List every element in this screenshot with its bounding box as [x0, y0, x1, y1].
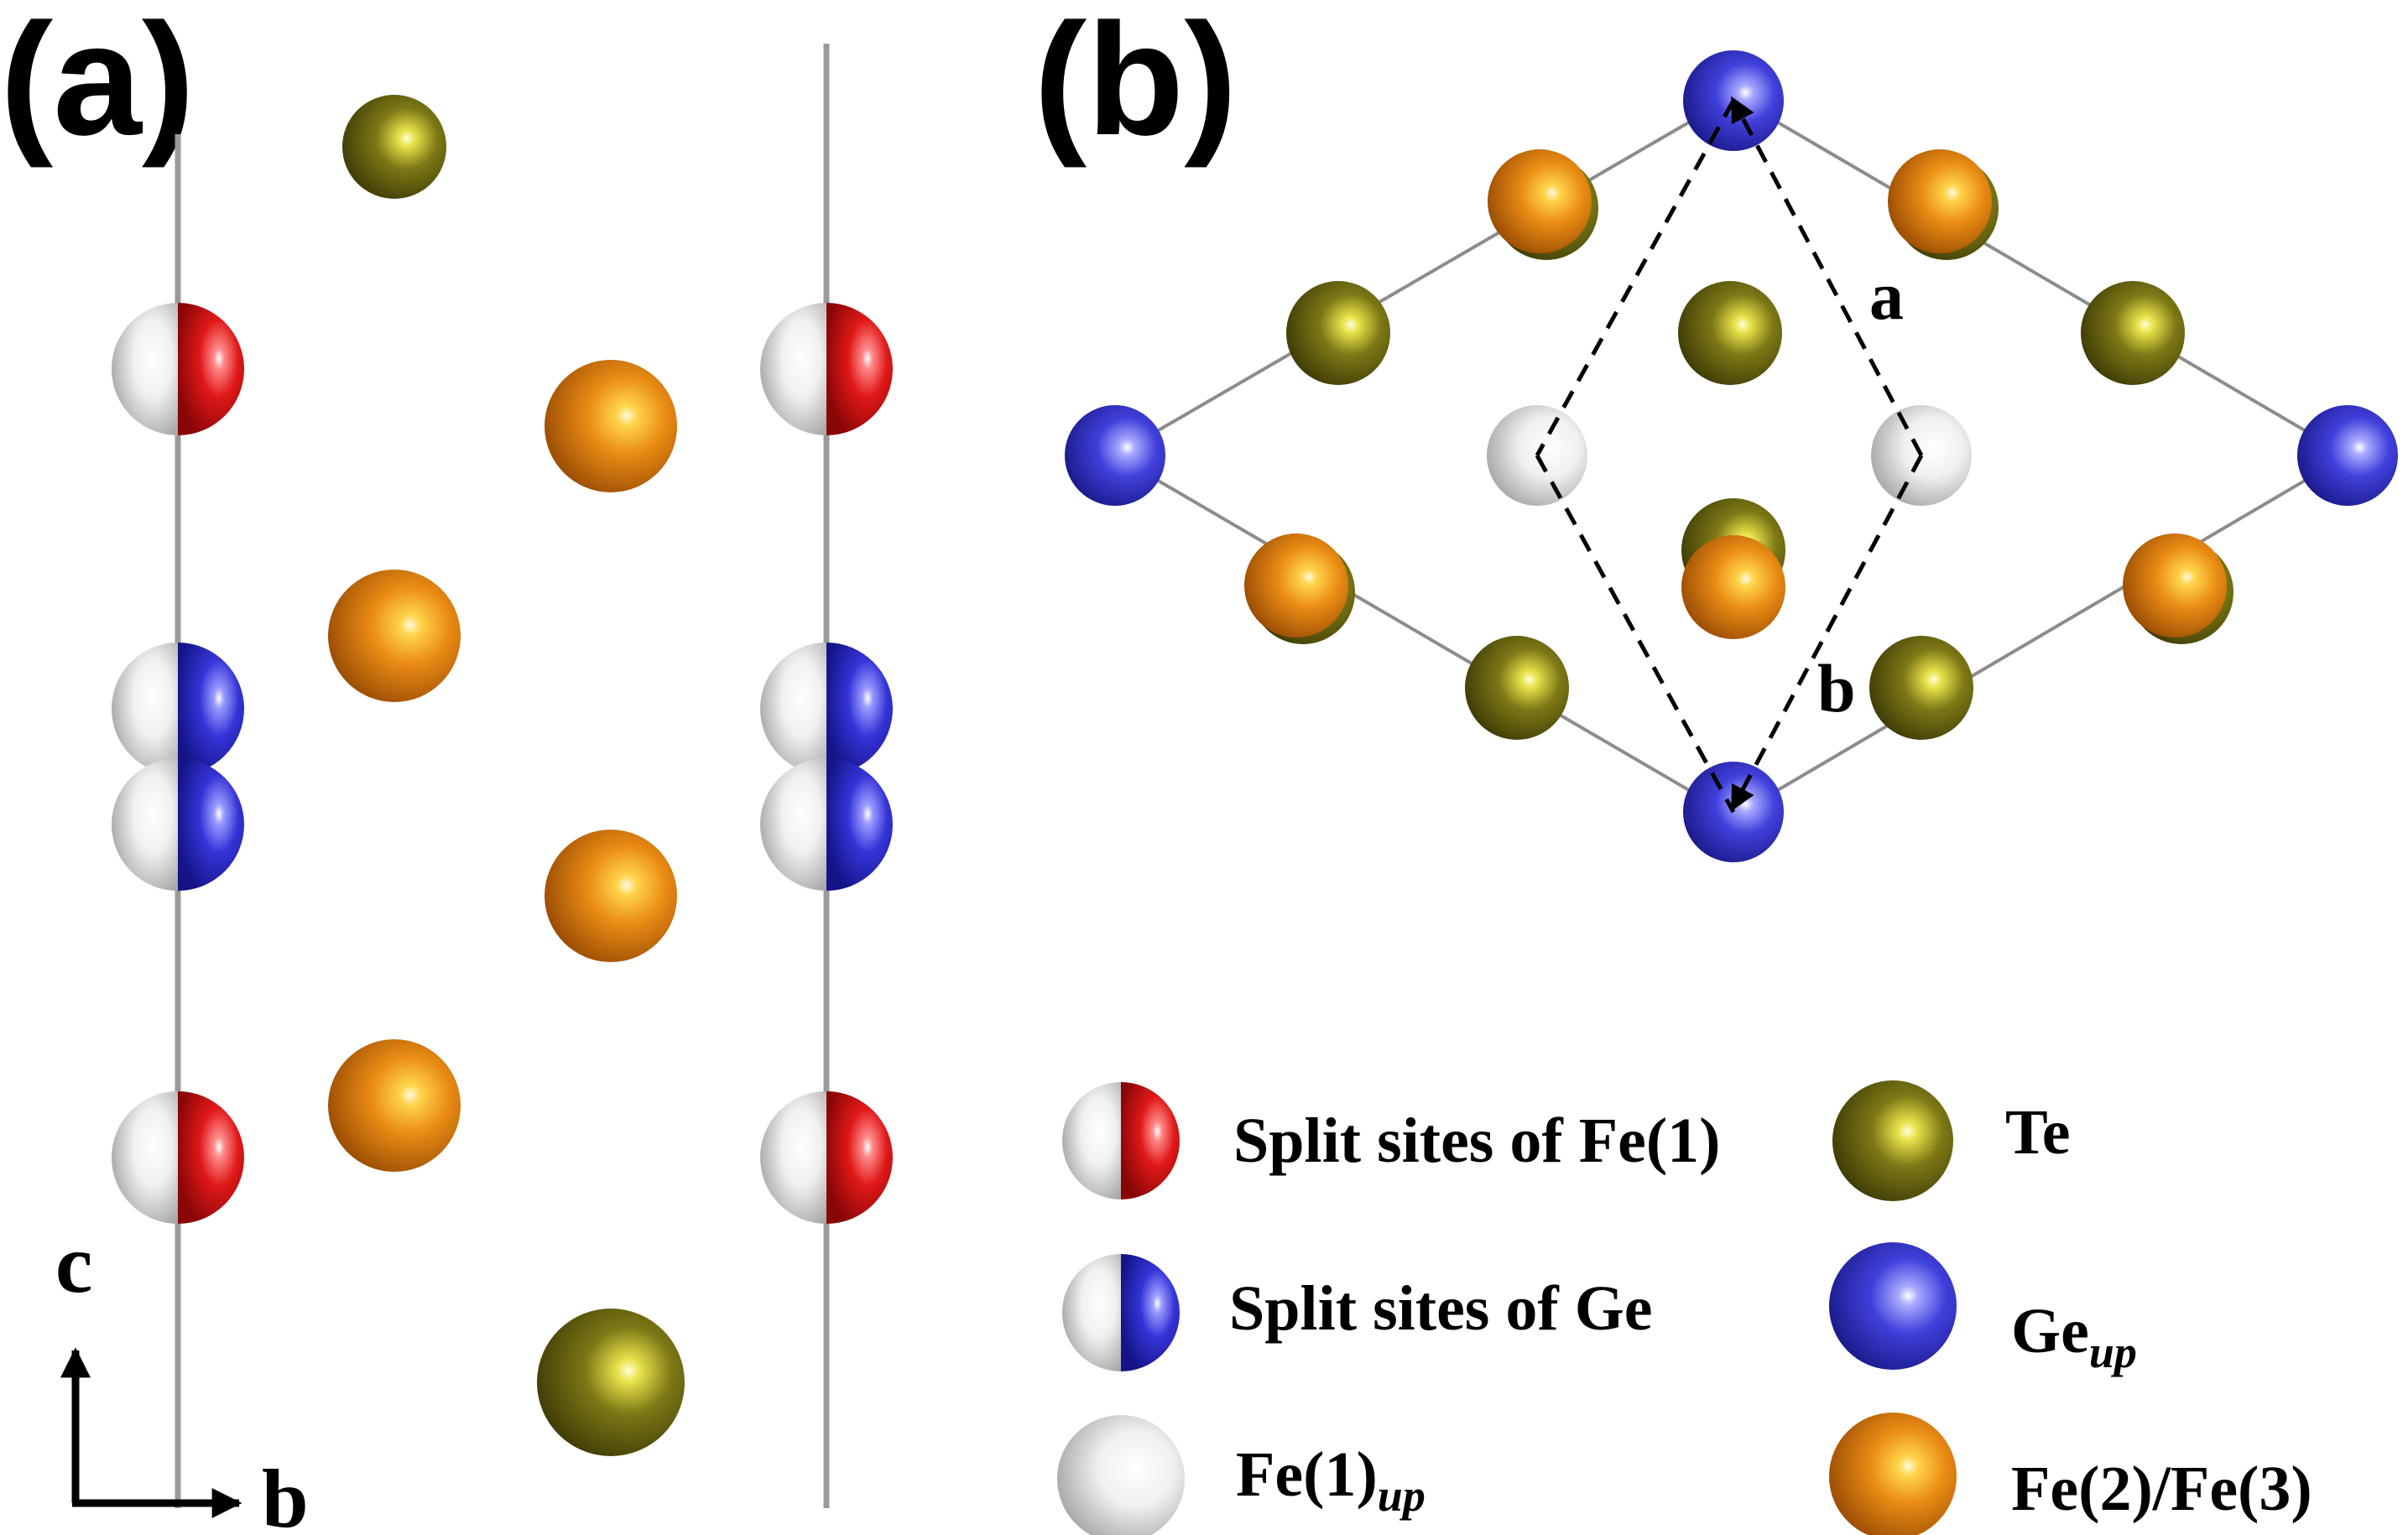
legend-icon-fe1-split [1062, 1082, 1180, 1199]
fe23-atom [328, 1039, 461, 1172]
b-axis-label: b [262, 1452, 309, 1535]
te-atom [1869, 636, 1973, 740]
legend-icon-ge-up [1829, 1242, 1957, 1370]
legend-label-ge-up-main: Ge [2011, 1296, 2089, 1366]
te-atom [1678, 281, 1782, 385]
supercell-outline [1112, 94, 2351, 819]
legend-label-fe23: Fe(2)/Fe(3) [2011, 1454, 2312, 1524]
te-atom [2081, 281, 2185, 385]
panel-b-label: (b) [1034, 0, 1238, 169]
te-atom [1465, 636, 1569, 740]
legend-label-fe1-up-main: Fe(1) [1236, 1439, 1378, 1510]
ge-atom [2297, 405, 2398, 506]
ge-split-site [760, 758, 893, 891]
fe23-atom [545, 830, 677, 962]
legend-icon-ge-split [1062, 1254, 1180, 1371]
fe23-atom [1244, 533, 1348, 637]
fe1-split-site [760, 303, 893, 435]
fe1-split-site-colored-half [178, 303, 244, 435]
fe1-split-site-white-half [760, 303, 826, 435]
legend-label-ge-up: Geup [2011, 1296, 2137, 1377]
vector-a-arrow [1731, 96, 1924, 457]
legend-label-ge-up-sub: up [2089, 1327, 2137, 1377]
fe1-split-site [112, 303, 244, 435]
legend-icon-fe1-split-white-half [1062, 1082, 1121, 1199]
fe23-atom [1681, 535, 1785, 639]
legend-label-fe1-up-sub: up [1378, 1470, 1426, 1521]
vector-b-label: b [1817, 650, 1856, 726]
fe1-split-site-colored-half [826, 1091, 893, 1224]
legend-label-fe1-split: Split sites of Fe(1) [1233, 1106, 1720, 1176]
legend-label-te: Te [2005, 1097, 2070, 1168]
fe1-split-site [760, 1091, 893, 1224]
fe1-split-site-white-half [112, 1091, 178, 1224]
te-atom [537, 1309, 685, 1456]
c-axis-label: c [55, 1217, 92, 1310]
legend-icon-te [1832, 1080, 1953, 1201]
legend: Split sites of Fe(1) Te Split sites of G… [1057, 1080, 2312, 1535]
vector-a-label: a [1869, 258, 1904, 334]
ge-split-site-colored-half [178, 758, 244, 891]
legend-icon-ge-split-white-half [1062, 1254, 1121, 1371]
fe23-atom [1488, 149, 1592, 253]
fe1-split-site-white-half [112, 303, 178, 435]
ge-atom [1065, 405, 1165, 506]
ge-split-site-colored-half [826, 643, 893, 775]
fe23-atom [545, 360, 677, 492]
fe23-atom [2123, 533, 2227, 637]
legend-label-fe1-up: Fe(1)up [1236, 1439, 1426, 1521]
cell-edge-dashed [1535, 99, 1736, 457]
fe1-split-site-white-half [760, 1091, 826, 1224]
fe1-split-site-colored-half [826, 303, 893, 435]
legend-label-ge-split: Split sites of Ge [1229, 1273, 1653, 1344]
te-atom [1286, 281, 1390, 385]
ge-split-site [112, 643, 244, 775]
fe1-split-site-colored-half [178, 1091, 244, 1224]
ge-split-site-white-half [112, 758, 178, 891]
legend-icons [1057, 1080, 1957, 1535]
ge-split-site-white-half [760, 643, 826, 775]
ge-split-site-colored-half [826, 758, 893, 891]
legend-icon-fe1-up [1057, 1415, 1185, 1535]
fe23-atom [1888, 149, 1992, 253]
ge-split-site-white-half [760, 758, 826, 891]
fe1-split-site [112, 1091, 244, 1224]
ge-split-site-white-half [112, 643, 178, 775]
cell-edge-dashed [1535, 454, 1736, 814]
te-atom [342, 95, 446, 199]
legend-icon-ge-split-colored-half [1121, 1254, 1180, 1371]
legend-icon-fe1-split-colored-half [1121, 1082, 1180, 1199]
ge-split-site [760, 643, 893, 775]
fe23-atom [328, 570, 461, 702]
vector-b-arrow [1731, 454, 1924, 812]
ge-split-site-colored-half [178, 643, 244, 775]
legend-icon-fe23 [1829, 1413, 1957, 1535]
panel-a-atoms [112, 95, 893, 1456]
panel-a-label: (a) [0, 0, 195, 169]
ge-split-site [112, 758, 244, 891]
unit-cell-dashed: a b [1535, 96, 1924, 814]
axis-indicator: c b [55, 1217, 309, 1535]
panel-b-atoms [1065, 50, 2398, 862]
